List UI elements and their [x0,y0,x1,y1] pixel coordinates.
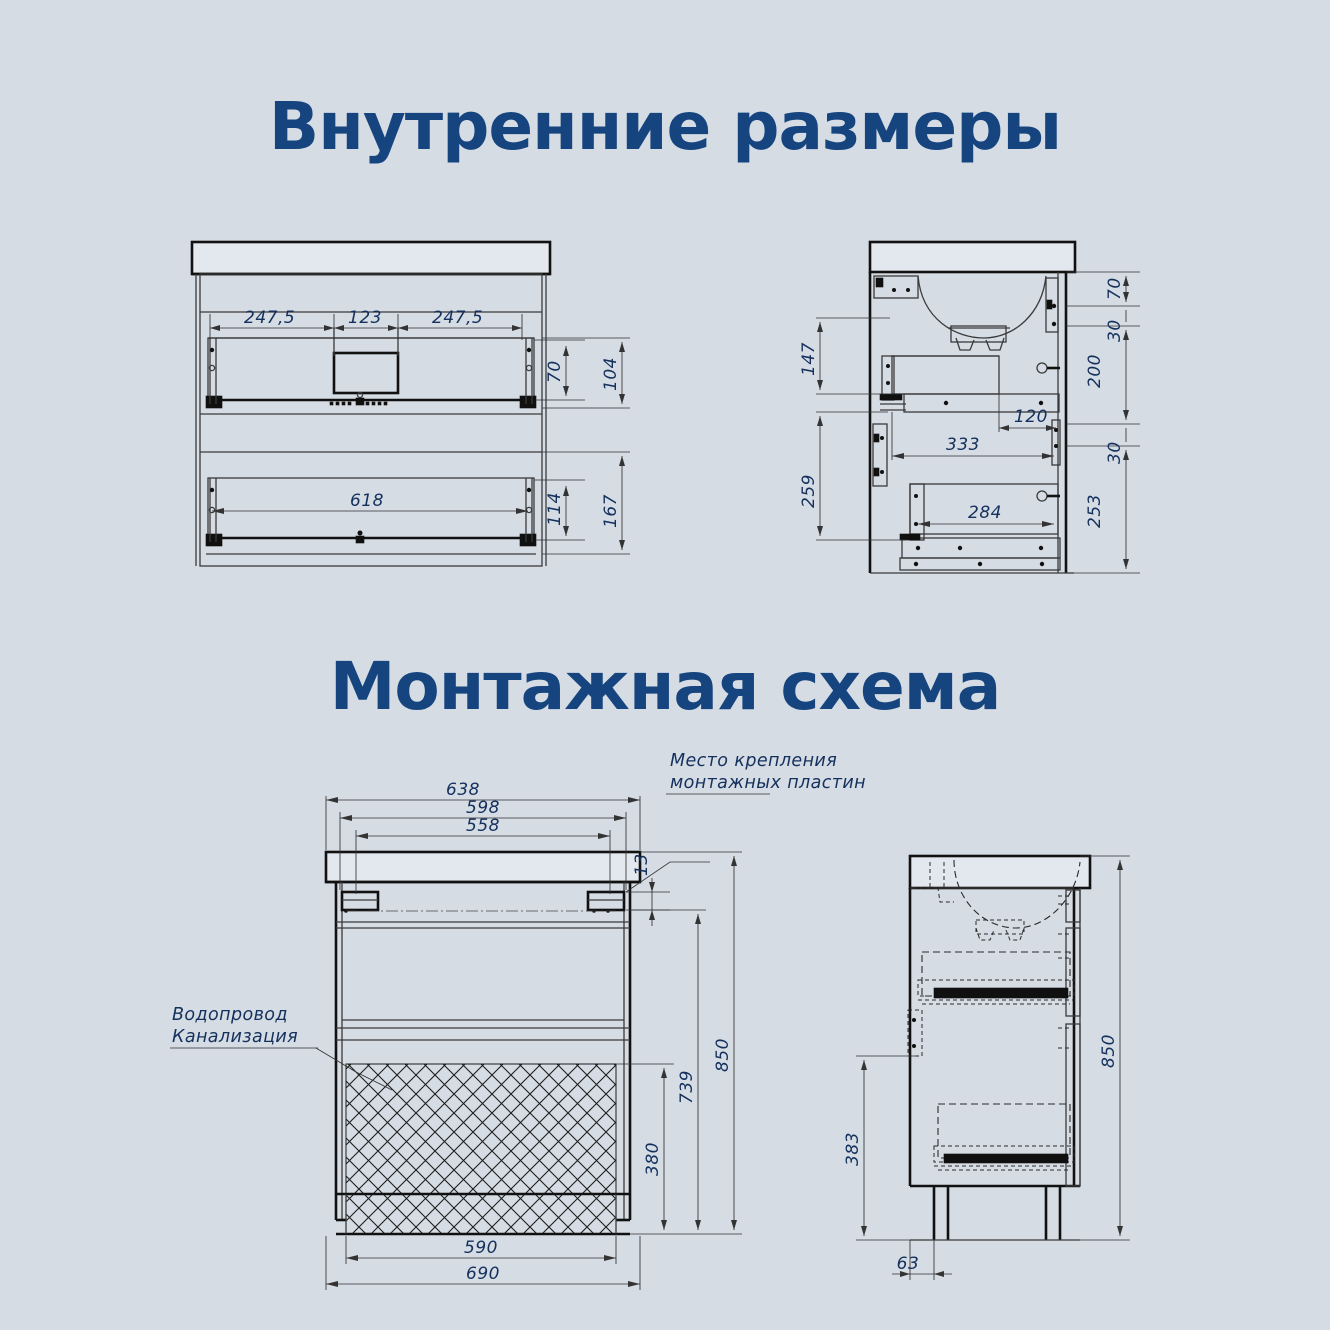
dim-70-side: 70 [1105,277,1125,300]
dim-70: 70 [545,360,565,383]
dim-690: 690 [466,1264,500,1284]
dim-850-front: 850 [713,1038,733,1072]
drawing-side-internal-dimensions: 147 259 120 333 [788,228,1158,578]
dim-13: 13 [632,853,652,876]
dim-253: 253 [1085,494,1105,528]
dim-30-lower: 30 [1105,441,1125,464]
dim-123: 123 [348,308,382,328]
dim-247-5-right: 247,5 [432,308,483,328]
dim-63: 63 [897,1254,920,1274]
dim-618: 618 [350,491,384,511]
note-plumbing-line1: Водопровод [172,1005,288,1025]
dim-30-upper: 30 [1105,319,1125,342]
note-mount-plate-line2: монтажных пластин [670,773,866,793]
dim-147: 147 [799,342,819,376]
dim-380: 380 [643,1142,663,1176]
dim-259: 259 [799,474,819,508]
dim-590: 590 [464,1238,498,1258]
dim-167: 167 [601,494,621,528]
dim-284: 284 [968,503,1002,523]
drawing-side-mounting-scheme: 850 383 63 [830,828,1150,1298]
dim-558: 558 [466,816,500,836]
drawing-front-internal-dimensions: 247,5 123 247,5 618 [170,228,650,578]
drawing-front-mounting-scheme: 638 598 558 Место крепления монтажных пл… [150,751,866,1297]
dim-598: 598 [466,798,500,818]
note-plumbing-line2: Канализация [172,1027,298,1047]
dim-638: 638 [446,780,480,800]
section-title-mounting-scheme: Монтажная схема [329,648,1002,725]
dim-850-side: 850 [1099,1034,1119,1068]
dim-383: 383 [843,1132,863,1166]
dim-104: 104 [601,357,621,391]
dim-114: 114 [545,492,565,526]
dim-333: 333 [946,435,980,455]
dim-200: 200 [1085,354,1105,388]
note-mount-plate-line1: Место крепления [670,751,837,771]
dim-739: 739 [677,1070,697,1104]
section-title-internal-dimensions: Внутренние размеры [268,88,1062,165]
dim-247-5-left: 247,5 [244,308,295,328]
dim-120: 120 [1014,407,1048,427]
